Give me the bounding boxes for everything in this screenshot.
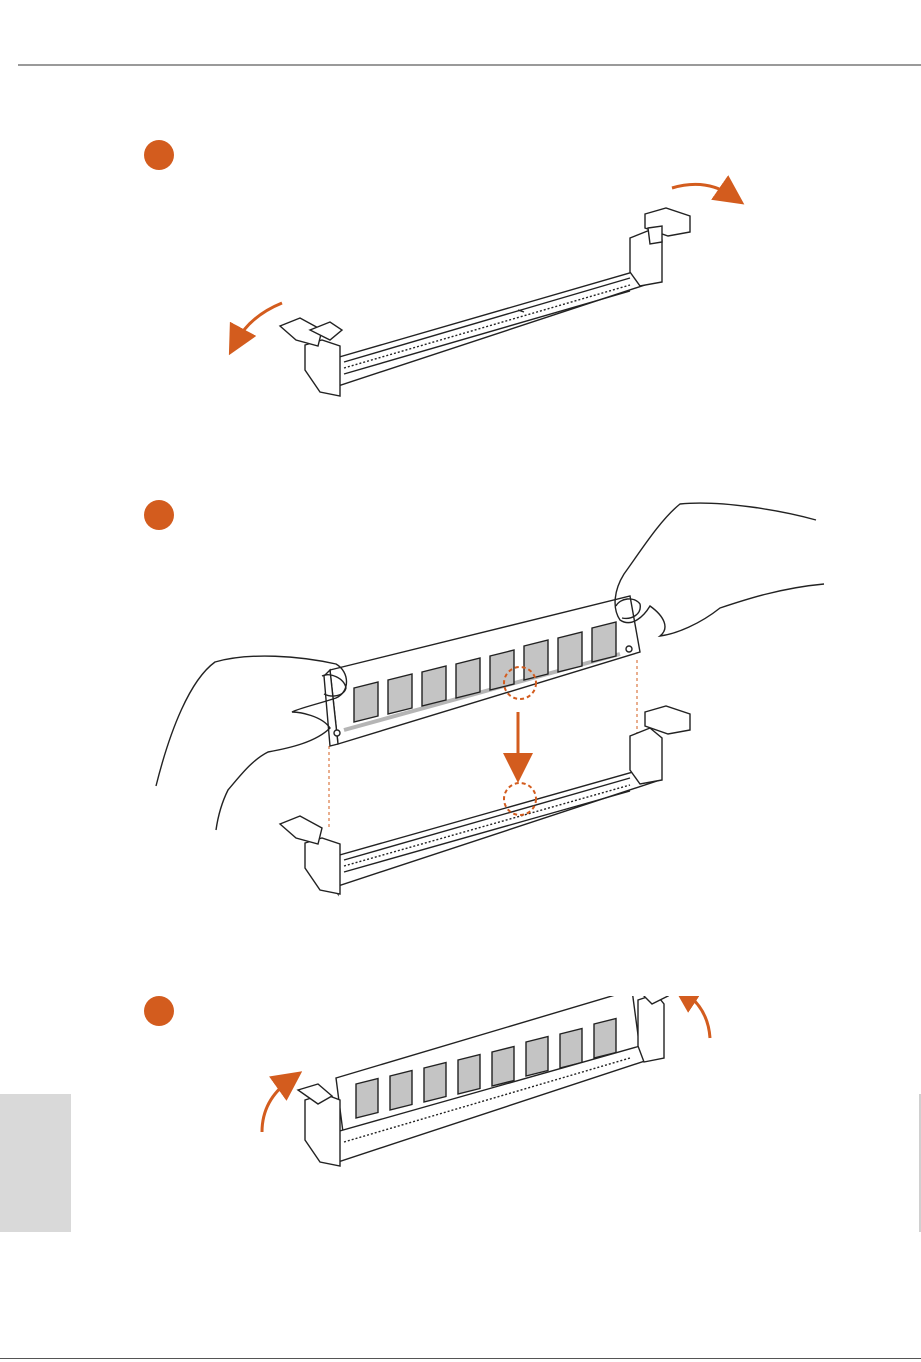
- header-rule: [18, 64, 921, 66]
- dimm-slot-icon: [280, 208, 690, 396]
- step-2-section: [0, 500, 921, 900]
- memory-module-icon: [324, 596, 640, 746]
- step-1-illustration: [0, 140, 921, 410]
- step-2-illustration: [0, 500, 921, 900]
- step-3-illustration: [0, 996, 921, 1176]
- step-1-section: [0, 140, 921, 410]
- chapter-side-tab: [0, 1094, 71, 1232]
- step-3-section: [0, 996, 921, 1176]
- footer-rule: [0, 1358, 921, 1359]
